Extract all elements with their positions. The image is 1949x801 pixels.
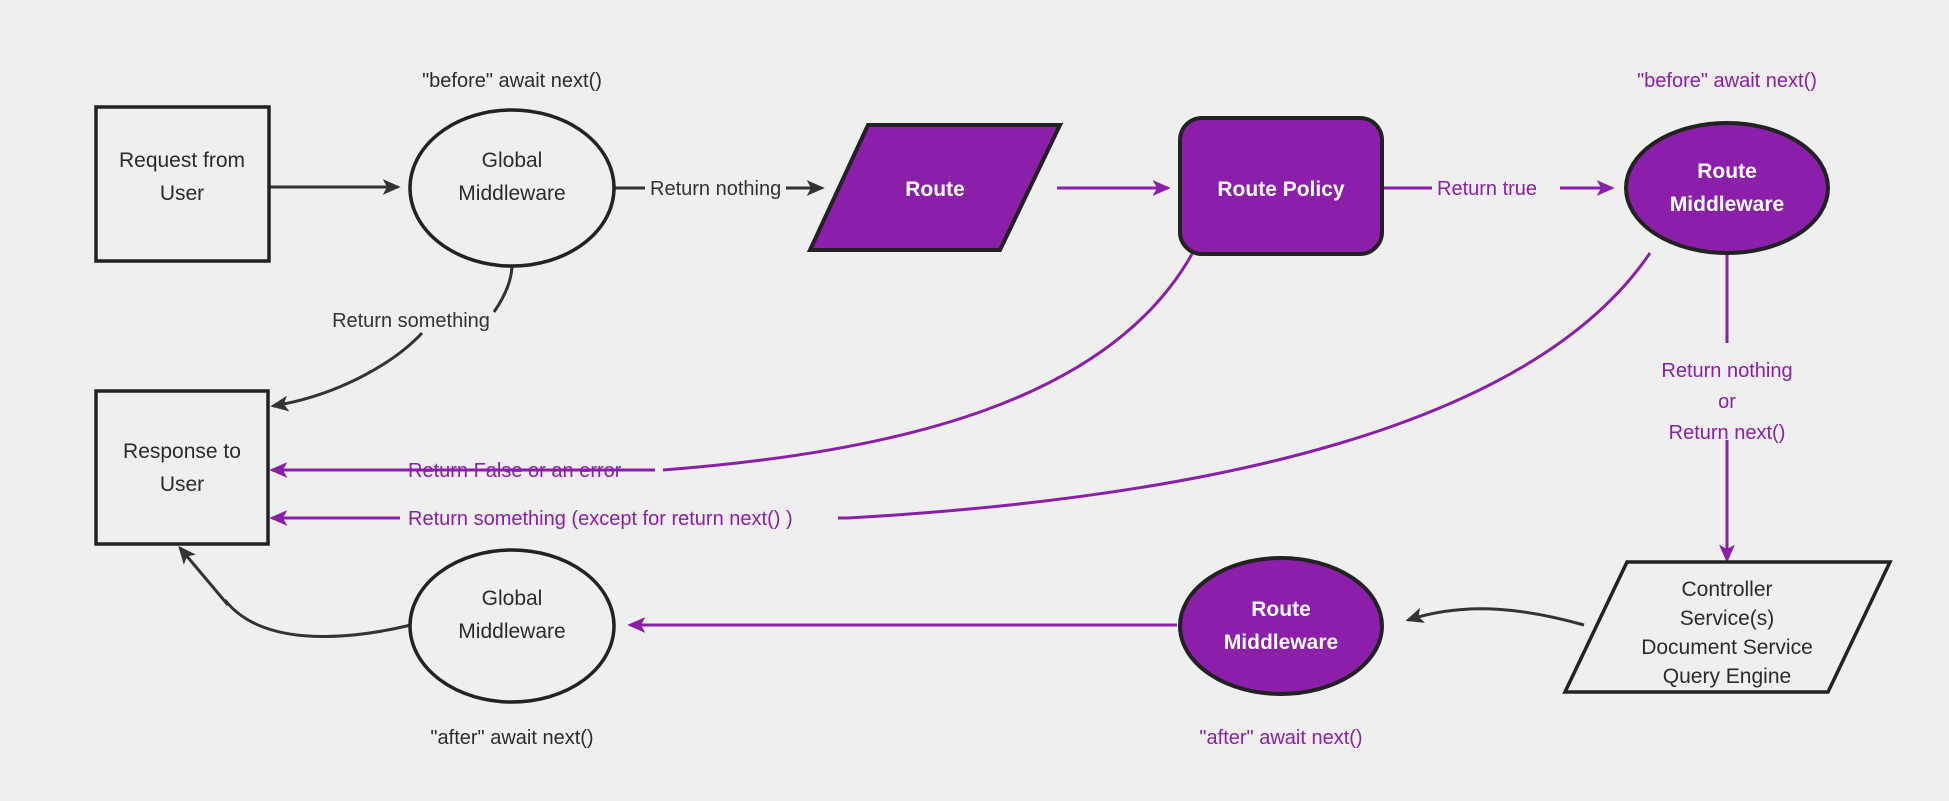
node-controller-label-line4: Query Engine bbox=[1663, 665, 1791, 688]
edge-route-middleware-to-controller: Return nothing or Return next() bbox=[1661, 253, 1793, 563]
edge-global-middleware-bottom-to-response bbox=[178, 545, 412, 639]
node-controller-label-line2: Service(s) bbox=[1680, 607, 1775, 630]
annotation-after-await-next-global: "after" await next() bbox=[430, 727, 593, 749]
edge-label-return-nothing: Return nothing bbox=[650, 178, 781, 200]
node-global-middleware-top[interactable]: Global Middleware bbox=[408, 108, 616, 268]
node-route-policy[interactable]: Route Policy bbox=[1178, 116, 1384, 256]
node-route-middleware-top[interactable]: Route Middleware bbox=[1624, 121, 1830, 255]
edge-controller-to-route-middleware-bottom bbox=[1405, 607, 1585, 627]
annotation-after-await-next-route-middleware: "after" await next() bbox=[1199, 727, 1362, 749]
edge-label-return-false-or-error: Return False or an error bbox=[408, 460, 622, 482]
node-global-middleware-top-label-line1: Global bbox=[482, 149, 543, 172]
edge-global-middleware-to-route: Return nothing bbox=[612, 178, 825, 200]
node-request-from-user[interactable]: Request from User bbox=[94, 105, 271, 263]
node-route-middleware-bottom-label-line1: Route bbox=[1251, 598, 1311, 621]
node-route-middleware-top-label-line1: Route bbox=[1697, 160, 1757, 183]
node-global-middleware-bottom-label-line1: Global bbox=[482, 587, 543, 610]
edge-label-return-true: Return true bbox=[1437, 178, 1537, 200]
node-global-middleware-top-label-line2: Middleware bbox=[458, 182, 565, 205]
node-route[interactable]: Route bbox=[806, 123, 1064, 252]
node-route-middleware-bottom[interactable]: Route Middleware bbox=[1178, 556, 1384, 696]
edge-label-return-nothing-line3: Return next() bbox=[1669, 422, 1786, 444]
edge-route-policy-to-route-middleware: Return true bbox=[1383, 178, 1615, 200]
node-route-label: Route bbox=[905, 178, 965, 201]
node-controller-label-line1: Controller bbox=[1681, 578, 1772, 601]
node-response-label-line1: Response to bbox=[123, 440, 241, 463]
node-route-policy-label: Route Policy bbox=[1217, 178, 1345, 201]
edge-label-return-nothing-line1: Return nothing bbox=[1661, 360, 1792, 382]
edge-label-return-something-except: Return something (except for return next… bbox=[408, 508, 793, 530]
node-response-to-user[interactable]: Response to User bbox=[94, 389, 270, 546]
node-global-middleware-bottom[interactable]: Global Middleware bbox=[408, 548, 616, 704]
node-response-label-line2: User bbox=[160, 473, 204, 496]
annotation-before-await-next-global: "before" await next() bbox=[422, 70, 602, 92]
node-route-middleware-bottom-label-line2: Middleware bbox=[1224, 631, 1338, 654]
node-request-label-line2: User bbox=[160, 182, 204, 205]
node-request-label-line1: Request from bbox=[119, 149, 245, 172]
annotation-before-await-next-route-middleware: "before" await next() bbox=[1637, 70, 1817, 92]
edge-route-middleware-return-something: Return something (except for return next… bbox=[269, 252, 1652, 530]
node-controller-services[interactable]: Controller Service(s) Document Service Q… bbox=[1562, 560, 1893, 694]
edge-label-return-something: Return something bbox=[332, 310, 490, 332]
node-route-middleware-top-label-line2: Middleware bbox=[1670, 193, 1784, 216]
edge-global-middleware-return-something: Return something bbox=[270, 248, 514, 412]
edge-route-policy-return-false: Return False or an error bbox=[269, 253, 1194, 482]
edge-label-return-nothing-line2: or bbox=[1718, 391, 1736, 413]
node-global-middleware-bottom-label-line2: Middleware bbox=[458, 620, 565, 643]
node-controller-label-line3: Document Service bbox=[1641, 636, 1813, 659]
